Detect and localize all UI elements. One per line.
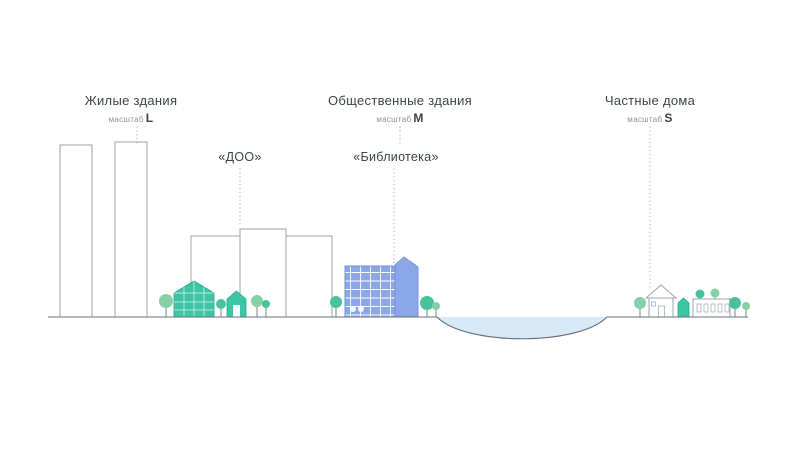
callout-library: «Библиотека» [353, 150, 439, 164]
trees-left [159, 294, 342, 317]
water-pond [437, 317, 607, 339]
residential-towers [59, 141, 148, 318]
group-title-public: Общественные здания [328, 93, 472, 108]
group-title-residential: Жилые здания [84, 93, 178, 108]
doo-buildings [173, 280, 247, 318]
library-building [344, 256, 440, 318]
group-title-private: Частные дома [604, 93, 696, 108]
callout-doo: «ДОО» [218, 150, 262, 164]
ground-line [48, 316, 748, 340]
midrise-building [190, 228, 333, 318]
private-houses [634, 284, 750, 318]
leader-lines [136, 126, 651, 291]
